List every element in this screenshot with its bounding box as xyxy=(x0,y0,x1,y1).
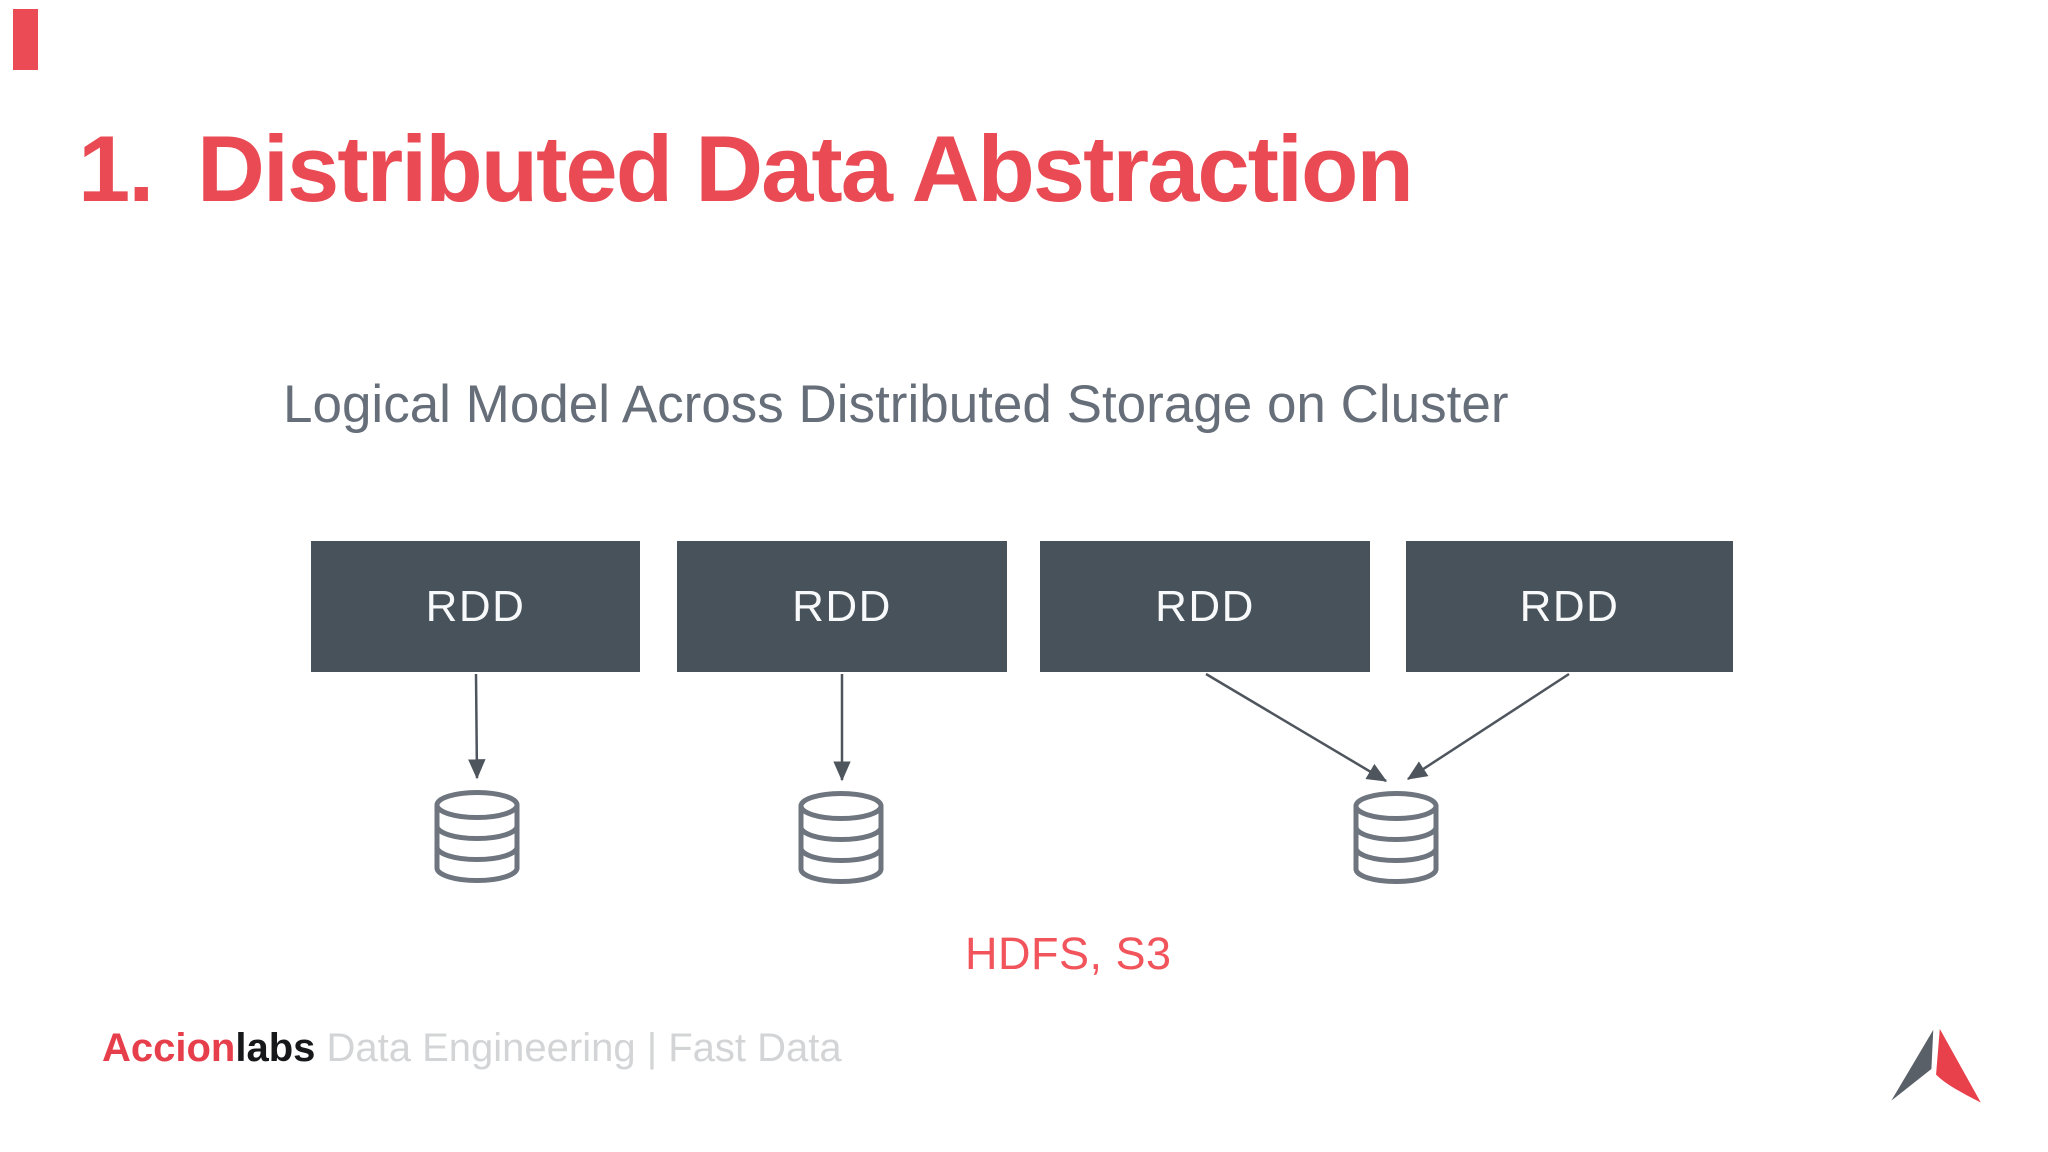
rdd-node-label: RDD xyxy=(425,581,526,631)
arrow-rdd3-db3 xyxy=(1205,672,1388,783)
diagram-subtitle: Logical Model Across Distributed Storage… xyxy=(283,375,1509,434)
slide-title-number: 1. xyxy=(78,116,154,221)
accion-labs-logo-icon xyxy=(1890,1028,1984,1110)
footer-brand-labs: labs xyxy=(235,1026,316,1070)
rdd-node-label: RDD xyxy=(792,581,892,631)
corner-accent-mark xyxy=(13,9,38,70)
footer: Accionlabs Data Engineering | Fast Data xyxy=(102,1026,842,1070)
storage-label: HDFS, S3 xyxy=(965,928,1172,979)
database-cylinder-icon xyxy=(796,789,886,885)
database-cylinder-icon xyxy=(432,788,522,884)
footer-brand-accion: Accion xyxy=(102,1026,236,1070)
rdd-node-label: RDD xyxy=(1519,581,1620,631)
rdd-node-label: RDD xyxy=(1155,581,1255,631)
arrow-rdd1-db1 xyxy=(468,673,486,780)
rdd-node-4: RDD xyxy=(1406,541,1733,672)
database-cylinder-icon-shared xyxy=(1351,789,1441,885)
slide-title-row: 1. Distributed Data Abstraction xyxy=(78,116,1414,221)
rdd-node-1: RDD xyxy=(311,541,640,672)
arrow-rdd4-db3 xyxy=(1406,672,1570,781)
footer-tagline: Data Engineering | Fast Data xyxy=(315,1026,842,1070)
rdd-node-2: RDD xyxy=(677,541,1007,672)
slide-title: Distributed Data Abstraction xyxy=(197,116,1414,221)
rdd-node-3: RDD xyxy=(1040,541,1370,672)
